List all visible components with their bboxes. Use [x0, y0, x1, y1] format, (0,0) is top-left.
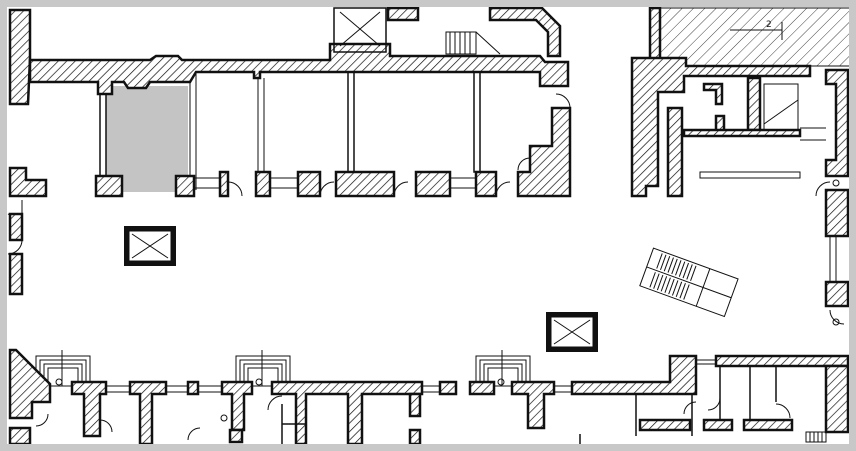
elevator-center: [546, 312, 598, 352]
right-hatched-area: [659, 7, 849, 67]
wall-left-stubs: [8, 212, 24, 296]
elevator-left: [124, 226, 176, 266]
wall-top-left: [8, 8, 32, 106]
top-stairs: [445, 31, 501, 55]
wall-right-column: [516, 106, 572, 198]
wall-bottom-corridor: [70, 380, 108, 438]
column-marker-right-mid: [832, 318, 840, 326]
corridor-wall-stubs: [8, 166, 498, 198]
floor-plan: 2: [7, 7, 849, 444]
north-marker-label: 2: [766, 20, 772, 30]
wall-top-stub: [386, 7, 420, 22]
bottom-stairs-right: [475, 350, 531, 387]
floor-plan-drawing: 2: [7, 7, 849, 444]
wall-bottom-left-diagonal: [8, 348, 52, 420]
top-elevator-shaft: [333, 7, 387, 53]
wall-top-right-curve: [488, 7, 562, 58]
wall-right-block: [630, 56, 812, 198]
bottom-stairs-left: [35, 350, 91, 387]
escalator: [639, 247, 739, 318]
wall-top-corridor: [28, 42, 570, 96]
column-marker-right-top: [832, 179, 840, 187]
bottom-stairs-center: [235, 350, 291, 387]
bottom-right-rooms: [35, 366, 827, 444]
grey-room: [106, 86, 188, 192]
